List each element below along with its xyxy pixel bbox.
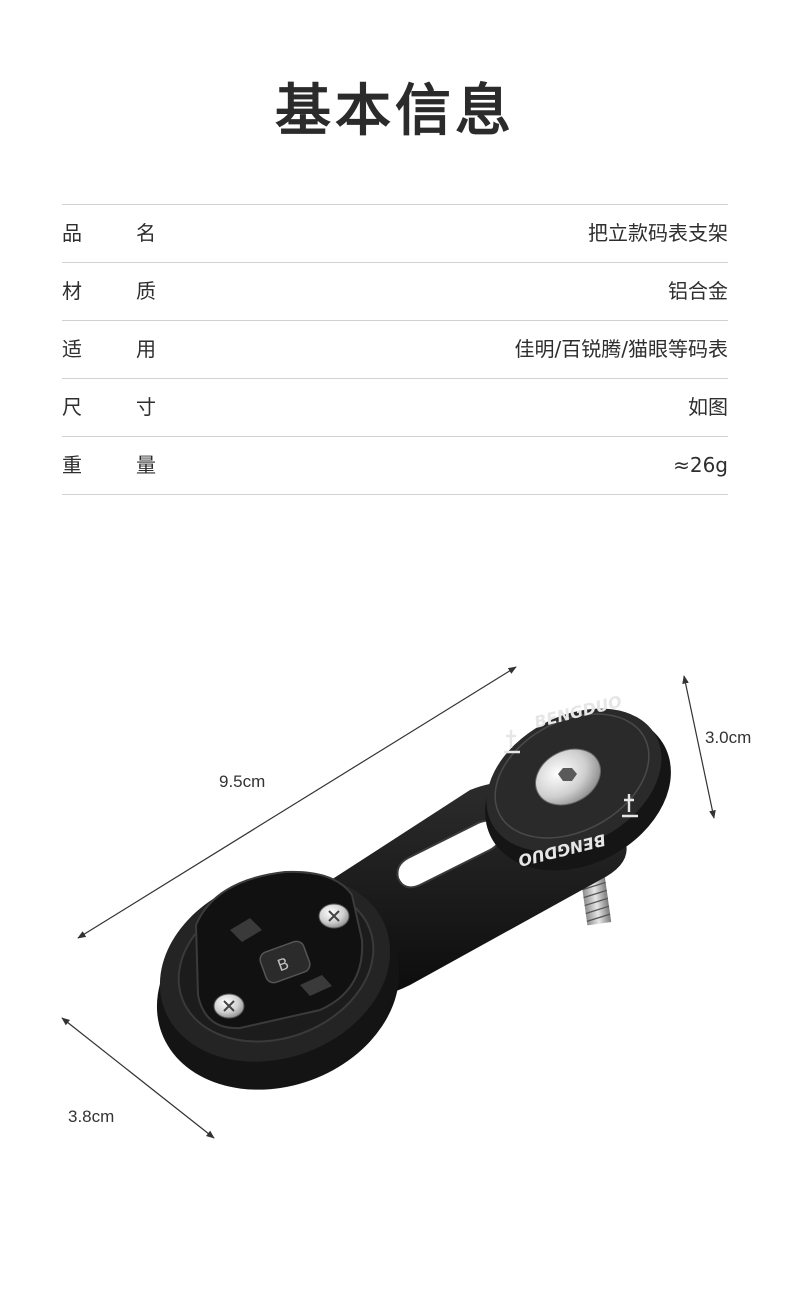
page-title: 基本信息 xyxy=(275,79,515,144)
brand-emblem-icon xyxy=(504,730,638,818)
spec-row-material: 材 质 铝合金 xyxy=(62,263,728,321)
spec-label-char: 尺 xyxy=(62,395,82,419)
spec-label-char: 名 xyxy=(136,221,156,245)
spec-value: 佳明/百锐腾/猫眼等码表 xyxy=(514,337,728,361)
spec-table: 品 名 把立款码表支架 材 质 铝合金 适 用 佳明/百锐腾/猫眼等码表 尺 寸… xyxy=(62,204,728,495)
spec-label-char: 品 xyxy=(62,221,82,245)
spec-label-char: 量 xyxy=(136,453,156,477)
spec-label-char: 质 xyxy=(136,279,156,303)
spec-row-size: 尺 寸 如图 xyxy=(62,379,728,437)
diameter-dimension-line xyxy=(61,1017,215,1139)
spec-row-name: 品 名 把立款码表支架 xyxy=(62,205,728,263)
hex-socket-icon xyxy=(558,768,577,781)
spec-label-char: 寸 xyxy=(136,395,156,419)
length-dimension-line xyxy=(77,666,517,939)
spec-value: 如图 xyxy=(688,395,728,419)
mount-badge xyxy=(259,940,311,984)
spec-label-char: 材 xyxy=(62,279,82,303)
diameter-dimension-label: 3.8cm xyxy=(68,1107,115,1126)
spec-row-compatibility: 适 用 佳明/百锐腾/猫眼等码表 xyxy=(62,321,728,379)
stem-cap: BENGDUO BENGDUO xyxy=(485,692,671,871)
spec-label-char: 用 xyxy=(136,337,156,361)
height-dimension-line xyxy=(682,675,716,819)
spec-label-char: 重 xyxy=(62,453,82,477)
spec-value: ≈26g xyxy=(673,453,728,477)
spec-value: 把立款码表支架 xyxy=(588,221,728,245)
length-dimension-label: 9.5cm xyxy=(219,772,266,791)
computer-mount: B xyxy=(156,870,400,1090)
spec-label-char: 适 xyxy=(62,337,82,361)
height-dimension-label: 3.0cm xyxy=(705,728,752,747)
spec-value: 铝合金 xyxy=(668,279,728,303)
spec-row-weight: 重 量 ≈26g xyxy=(62,437,728,495)
